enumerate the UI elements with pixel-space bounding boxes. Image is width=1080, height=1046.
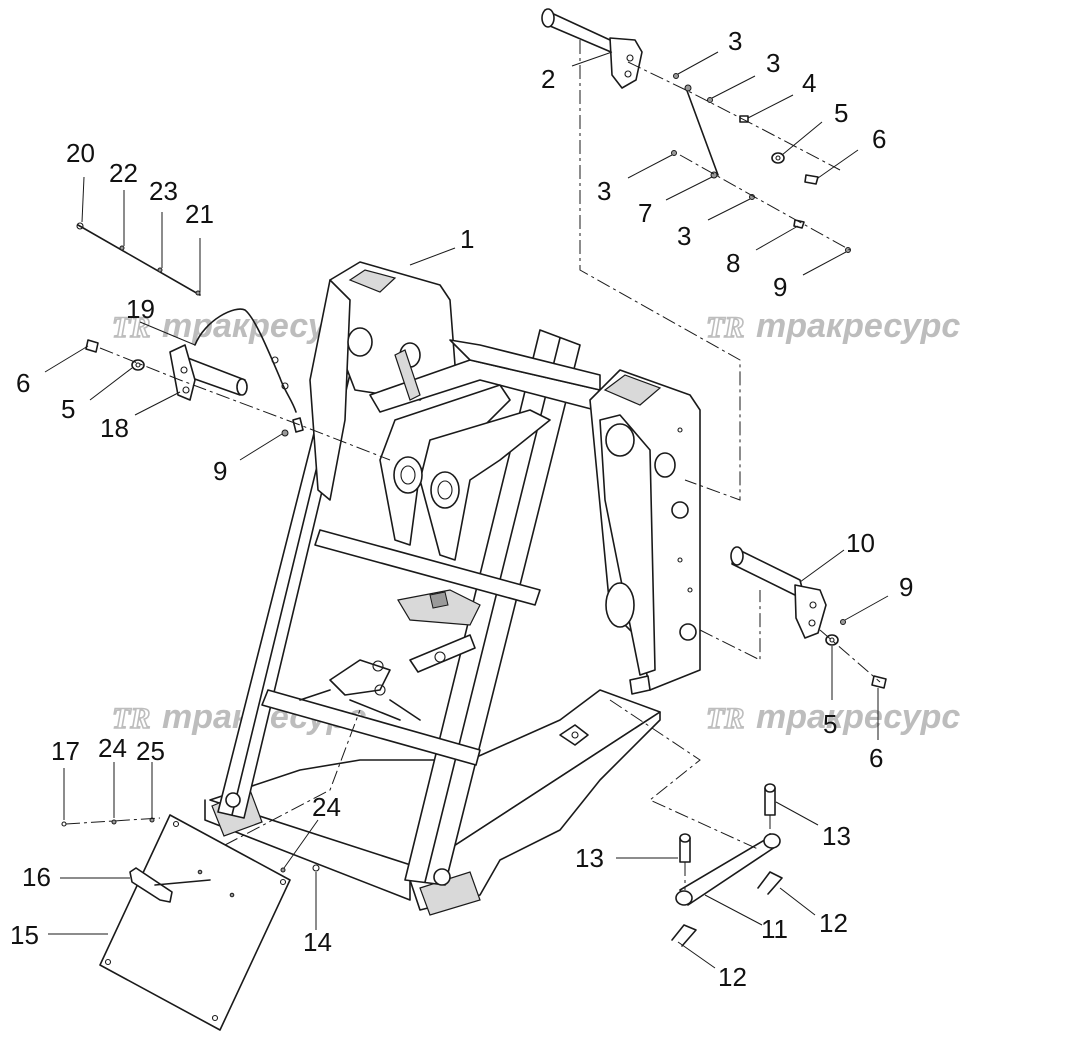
callout-3: 3 bbox=[728, 26, 742, 56]
callout-12: 12 bbox=[819, 908, 848, 938]
callout-15: 15 bbox=[10, 920, 39, 950]
callout-8: 8 bbox=[726, 248, 740, 278]
callout-10: 10 bbox=[846, 528, 875, 558]
leader-lines bbox=[44, 51, 889, 969]
callout-6: 6 bbox=[872, 124, 886, 154]
callout-13: 13 bbox=[575, 843, 604, 873]
watermark-4: TR тракресурс bbox=[705, 698, 960, 736]
callout-9: 9 bbox=[899, 572, 913, 602]
callout-1: 1 bbox=[460, 224, 474, 254]
svg-text:тракресурс: тракресурс bbox=[756, 698, 960, 736]
callout-3: 3 bbox=[766, 48, 780, 78]
callout-5: 5 bbox=[834, 98, 848, 128]
callout-17: 17 bbox=[51, 736, 80, 766]
callout-14: 14 bbox=[303, 927, 332, 957]
callout-9: 9 bbox=[213, 456, 227, 486]
callout-23: 23 bbox=[149, 176, 178, 206]
callout-21: 21 bbox=[185, 199, 214, 229]
loader-frame bbox=[204, 261, 701, 916]
callout-12: 12 bbox=[718, 962, 747, 992]
svg-text:тракресурс: тракресурс bbox=[756, 307, 960, 345]
watermark-2: TR тракресурс bbox=[705, 307, 960, 345]
svg-text:TR: TR bbox=[112, 311, 150, 344]
pin-2 bbox=[541, 8, 643, 89]
hardware-top-right bbox=[579, 40, 851, 501]
pin-10 bbox=[699, 546, 887, 689]
callout-19: 19 bbox=[126, 294, 155, 324]
cable-assembly-left bbox=[76, 222, 391, 461]
svg-text:TR: TR bbox=[706, 702, 744, 735]
callout-25: 25 bbox=[136, 736, 165, 766]
callout-22: 22 bbox=[109, 158, 138, 188]
callout-6: 6 bbox=[16, 368, 30, 398]
callout-labels: 1 2 3 3 3 3 4 5 6 7 8 9 20 22 23 21 19 6… bbox=[10, 26, 913, 992]
callout-24: 24 bbox=[98, 733, 127, 763]
callout-13: 13 bbox=[822, 821, 851, 851]
callout-20: 20 bbox=[66, 138, 95, 168]
callout-3: 3 bbox=[677, 221, 691, 251]
callout-9: 9 bbox=[773, 272, 787, 302]
callout-16: 16 bbox=[22, 862, 51, 892]
callout-5: 5 bbox=[61, 394, 75, 424]
callout-5: 5 bbox=[823, 709, 837, 739]
svg-text:TR: TR bbox=[112, 702, 150, 735]
callout-11: 11 bbox=[761, 914, 788, 944]
callout-6: 6 bbox=[869, 743, 883, 773]
link-bar-11 bbox=[609, 699, 783, 947]
callout-24: 24 bbox=[312, 792, 341, 822]
callout-3: 3 bbox=[597, 176, 611, 206]
callout-7: 7 bbox=[638, 198, 652, 228]
svg-text:TR: TR bbox=[706, 311, 744, 344]
callout-4: 4 bbox=[802, 68, 816, 98]
callout-18: 18 bbox=[100, 413, 129, 443]
callout-2: 2 bbox=[541, 64, 555, 94]
cover-plate-15 bbox=[61, 709, 361, 1031]
